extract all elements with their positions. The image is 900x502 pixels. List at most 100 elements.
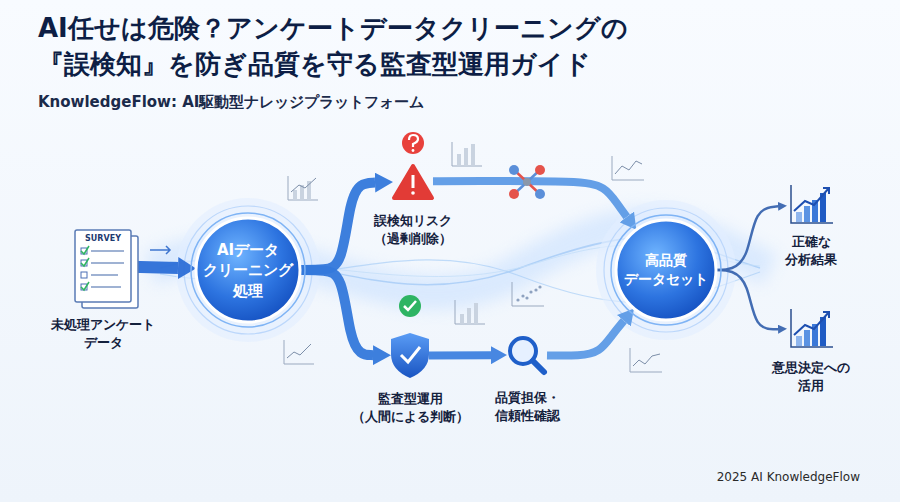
faint-chart xyxy=(287,344,311,358)
faint-chart xyxy=(457,154,461,166)
faint-chart xyxy=(630,348,662,372)
faint-chart xyxy=(452,142,482,166)
node-heading: 高品質 データセット xyxy=(620,251,712,289)
survey-document-icon xyxy=(81,272,87,278)
diagram-title: AI任せは危険？アンケートデータクリーニングの 『誤検知』を防ぎ品質を守る監査型… xyxy=(38,10,638,82)
flow-connector xyxy=(716,206,778,270)
analysis-chart-icon: 正確な 分析結果 xyxy=(787,183,835,225)
faint-scatter xyxy=(534,288,537,291)
check-badge xyxy=(404,301,416,310)
faint-chart xyxy=(291,178,316,192)
quality-check-icon: 品質担保・ 信頼性確認 xyxy=(507,335,547,375)
bar-chart-icon xyxy=(791,309,833,347)
node-label: 品質担保・ 信頼性確認 xyxy=(472,389,582,424)
dataset-circle-shape xyxy=(611,215,721,325)
faint-chart xyxy=(633,354,660,366)
survey-document-icon xyxy=(81,258,89,266)
survey-document-icon xyxy=(75,230,131,302)
warning-triangle xyxy=(412,175,415,188)
bar-chart-icon xyxy=(804,330,810,346)
node-heading: AIデータ クリーニング 処理 xyxy=(200,240,296,301)
risk-warning-icon: 誤検知リスク （過剰削除） xyxy=(393,163,433,200)
node-label: 未処理アンケート データ xyxy=(47,316,159,351)
faint-chart xyxy=(464,148,468,166)
flow-connector xyxy=(429,351,491,359)
survey-document-icon xyxy=(91,250,124,252)
question-badge xyxy=(402,132,424,154)
node-heading: SURVEY xyxy=(75,234,131,245)
halo xyxy=(176,198,320,342)
warning-triangle xyxy=(411,191,415,195)
decision-chart-icon: 意思決定への 活用 xyxy=(787,307,835,349)
faint-scatter xyxy=(538,285,541,288)
check-badge xyxy=(399,295,421,317)
subtitle: KnowledgeFlow: AI駆動型ナレッジプラットフォーム xyxy=(38,93,424,112)
bar-chart-icon xyxy=(796,212,802,222)
false-detection-icon xyxy=(535,189,545,199)
dataset-circle-shape xyxy=(616,220,716,320)
flow-connector xyxy=(716,270,778,329)
dataset-circle: 高品質 データセット xyxy=(616,220,716,320)
false-detection-icon xyxy=(509,165,519,175)
faint-scatter xyxy=(525,296,528,299)
audit-shield-icon: 監査型運用 （人間による判断） xyxy=(391,333,429,378)
faint-scatter xyxy=(512,282,544,306)
flow-connector xyxy=(547,321,624,356)
false-detection-icon xyxy=(509,165,545,199)
flow-tick xyxy=(150,246,170,254)
bar-chart-icon xyxy=(804,206,810,222)
process-circle-shape xyxy=(196,218,300,322)
faint-chart xyxy=(630,348,662,372)
survey-document-icon xyxy=(81,282,89,290)
bar-chart-icon xyxy=(796,336,802,346)
shield-icon xyxy=(391,333,429,378)
node-label: 正確な 分析結果 xyxy=(771,233,851,268)
check-badge xyxy=(399,295,421,317)
dataset-circle-shape xyxy=(611,215,721,325)
node-label: 誤検知リスク （過剰削除） xyxy=(348,212,478,247)
faint-chart xyxy=(474,303,478,324)
false-detection-icon xyxy=(535,165,545,175)
bar-chart-icon xyxy=(791,185,833,223)
node-label: 意思決定への 活用 xyxy=(766,359,856,394)
connector-layer xyxy=(131,181,778,356)
faint-chart xyxy=(612,156,644,180)
faint-scatter xyxy=(529,290,532,293)
halo xyxy=(596,200,736,340)
faint-scatter xyxy=(516,298,519,301)
shield-icon xyxy=(391,333,429,378)
faint-chart xyxy=(284,340,314,364)
survey-document: SURVEY未処理アンケート データ xyxy=(75,230,131,302)
false-detection-icon xyxy=(523,178,531,186)
bar-chart-icon xyxy=(823,312,829,318)
bar-chart-icon xyxy=(791,309,833,347)
magnifier-icon xyxy=(510,338,544,372)
faint-chart xyxy=(471,144,475,166)
faint-chart xyxy=(293,190,297,200)
faint-chart xyxy=(612,156,644,180)
survey-document-icon xyxy=(91,274,118,276)
faint-chart xyxy=(460,314,464,324)
process-circle: AIデータ クリーニング 処理 xyxy=(196,218,300,322)
warning-triangle xyxy=(394,166,432,198)
node-label: 監査型運用 （人間による判断） xyxy=(340,390,480,425)
watermark: 2025 AI KnowledgeFlow xyxy=(717,470,860,484)
faint-chart xyxy=(455,300,485,324)
bar-chart-icon xyxy=(791,185,833,223)
bar-chart-icon xyxy=(794,312,829,335)
faint-chart xyxy=(467,308,471,324)
faint-chart xyxy=(615,161,642,174)
question-badge xyxy=(402,132,424,154)
faint-chart xyxy=(284,340,314,364)
faint-chart xyxy=(288,176,318,200)
process-circle-shape xyxy=(191,213,305,327)
flow-connector xyxy=(300,270,373,355)
survey-document-icon xyxy=(81,246,89,254)
survey-document-icon xyxy=(91,286,121,288)
survey-document-icon xyxy=(91,262,124,264)
question-badge xyxy=(409,135,418,147)
icon-layer xyxy=(75,132,833,378)
flow-connector xyxy=(300,183,375,270)
magnifier-icon xyxy=(533,361,544,372)
